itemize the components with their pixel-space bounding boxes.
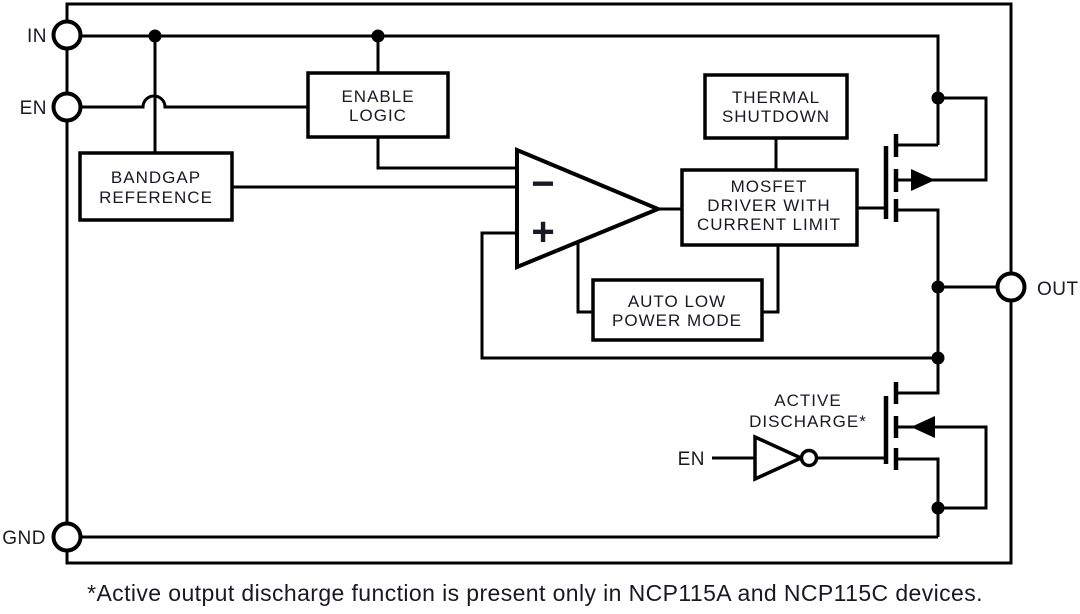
enable-logic-label: LOGIC <box>349 106 407 125</box>
thermal-shutdown-label: SHUTDOWN <box>722 107 830 126</box>
in-pin-label: IN <box>27 26 47 47</box>
junction-dot <box>148 29 162 43</box>
thermal-shutdown-label: THERMAL <box>732 88 820 107</box>
mosfet-driver-label: MOSFET <box>731 177 808 196</box>
en-inverter <box>753 434 819 482</box>
auto-low-power-block <box>591 278 764 342</box>
wire-auto-low-power-to-driver <box>762 245 780 314</box>
wire-pmos-body-loop <box>896 96 988 182</box>
wire-nmos-source <box>896 457 940 537</box>
wire-enable-to-opamp <box>376 137 517 170</box>
junction-dot <box>931 280 945 294</box>
opamp-minus-sign: − <box>531 162 554 206</box>
bandgap-reference-label: BANDGAP <box>111 168 201 187</box>
junction-dot <box>931 501 945 515</box>
en-pin-label: EN <box>20 98 47 119</box>
inverter-bubble-icon <box>799 448 819 468</box>
mosfet-driver-label: DRIVER WITH <box>707 196 830 215</box>
bandgap-reference-label: REFERENCE <box>99 188 213 207</box>
junction-dot <box>371 29 385 43</box>
mosfet-driver-block <box>680 168 859 247</box>
junction-dot <box>931 351 945 365</box>
wire-in-rail <box>80 34 940 145</box>
discharge-mosfet <box>883 382 935 470</box>
out-pin <box>995 271 1027 303</box>
inverter-triangle <box>753 434 806 482</box>
enable-logic-label: ENABLE <box>341 87 414 106</box>
enable-logic-block <box>306 71 450 139</box>
gnd-pin-label: GND <box>2 528 46 549</box>
in-pin <box>51 19 83 51</box>
wire-pmos-drain <box>896 208 940 395</box>
thermal-shutdown-block <box>703 73 849 140</box>
mosfet-driver-label: CURRENT LIMIT <box>697 215 841 234</box>
wire-feedback <box>480 231 938 360</box>
out-pin-label: OUT <box>1037 279 1079 300</box>
en-pin <box>51 91 83 123</box>
pmos-body-arrow-icon <box>911 169 935 191</box>
gnd-pin <box>51 521 83 553</box>
nmos-body-arrow-icon <box>911 416 935 438</box>
package-outline <box>65 2 1013 565</box>
opamp-plus-sign: + <box>531 210 554 254</box>
junction-dot <box>931 91 945 105</box>
active-discharge-label: DISCHARGE* <box>749 412 867 431</box>
pass-mosfet <box>883 134 935 222</box>
footnote-text: *Active output discharge function is pre… <box>87 580 983 606</box>
bandgap-reference-block <box>78 151 234 222</box>
active-discharge-label: ACTIVE <box>774 391 841 410</box>
wire-en-line <box>80 94 308 109</box>
auto-low-power-label: AUTO LOW <box>628 292 726 311</box>
wire-nmos-body-loop <box>896 425 988 510</box>
auto-low-power-label: POWER MODE <box>612 311 742 330</box>
error-amplifier <box>515 146 664 270</box>
wire-opamp-to-auto-low-power <box>576 243 593 314</box>
inverter-en-label: EN <box>678 449 705 470</box>
